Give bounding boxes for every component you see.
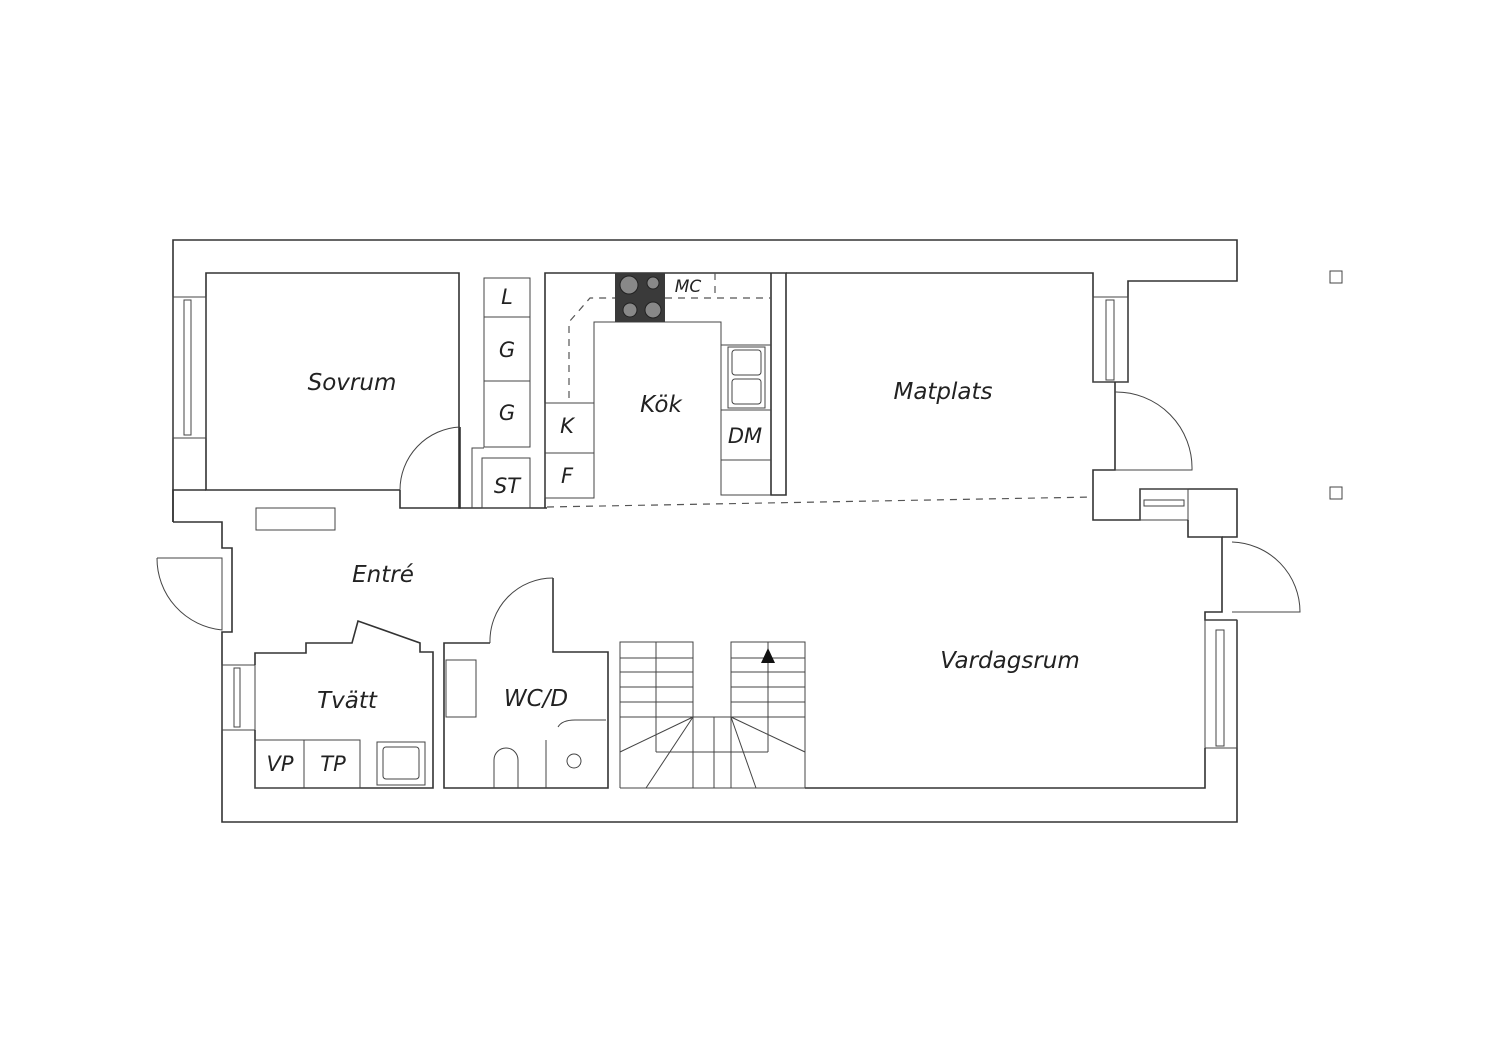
room-kok: Kök (640, 392, 682, 418)
sink-icon (727, 346, 766, 409)
fixture-st: ST (493, 474, 521, 498)
left-wall (173, 521, 233, 640)
window-pane (183, 299, 192, 436)
room-tvatt: Tvätt (317, 688, 377, 714)
fixture-mc: MC (674, 277, 702, 297)
window-pane (1105, 299, 1115, 381)
shelf (255, 507, 336, 531)
window-pane (1215, 629, 1225, 747)
window-pane (1143, 499, 1185, 507)
burner (619, 275, 639, 295)
room-sovrum: Sovrum (307, 370, 397, 396)
fixture-g: G (498, 401, 516, 425)
stair-arrow-icon (761, 648, 775, 663)
shower-head-icon (566, 753, 582, 769)
counter (593, 321, 771, 498)
marker-square (1329, 486, 1343, 500)
upper-cabinets (568, 297, 615, 398)
room-wc: WC/D (503, 686, 569, 712)
fixture-f: F (560, 464, 574, 488)
fixture-k: K (560, 414, 574, 438)
laundry-sink-icon (376, 741, 426, 786)
washbasin-icon (445, 659, 477, 718)
vardagsrum-wall (805, 748, 1206, 789)
window (1204, 619, 1238, 749)
door-arc (1114, 391, 1193, 471)
door-arc (1231, 541, 1301, 613)
door-arc (399, 426, 461, 491)
fixture-tp: TP (320, 752, 346, 776)
cabinet-g2 (483, 380, 531, 448)
staircase (619, 641, 806, 789)
cabinet-st (481, 457, 531, 509)
toilet-icon (493, 747, 519, 788)
shower-screen (545, 719, 606, 788)
burner (644, 301, 662, 319)
fixture-l: L (501, 285, 513, 309)
fixture-dm: DM (727, 424, 763, 448)
window (1139, 488, 1189, 521)
fixture-g: G (498, 338, 516, 362)
wall (1092, 382, 1238, 538)
marker-square (1329, 270, 1343, 284)
burner (646, 276, 660, 290)
entry-door-arc (156, 557, 223, 631)
closet-wall (399, 427, 461, 509)
window-pane (233, 667, 241, 728)
door-arc (489, 577, 554, 644)
sink-basin (731, 378, 762, 405)
room-entre: Entré (352, 562, 414, 588)
burner (622, 302, 638, 318)
outer-wall-bottom (221, 620, 1238, 823)
window (221, 664, 256, 731)
kitchen-wall (544, 272, 787, 508)
tvatt-wall (254, 619, 434, 789)
cabinet-tp (303, 739, 361, 789)
window (172, 296, 207, 439)
wc-wall (443, 578, 609, 789)
wall (1187, 520, 1237, 621)
fixture-vp: VP (266, 752, 294, 776)
floor-change-line (546, 496, 1094, 508)
closet-edge (471, 447, 484, 508)
room-matplats: Matplats (893, 379, 993, 405)
room-vardagsrum: Vardagsrum (940, 648, 1080, 674)
laundry-sink-basin (382, 746, 420, 780)
window (1092, 296, 1129, 383)
sink-basin (731, 349, 762, 376)
wall (172, 489, 206, 522)
